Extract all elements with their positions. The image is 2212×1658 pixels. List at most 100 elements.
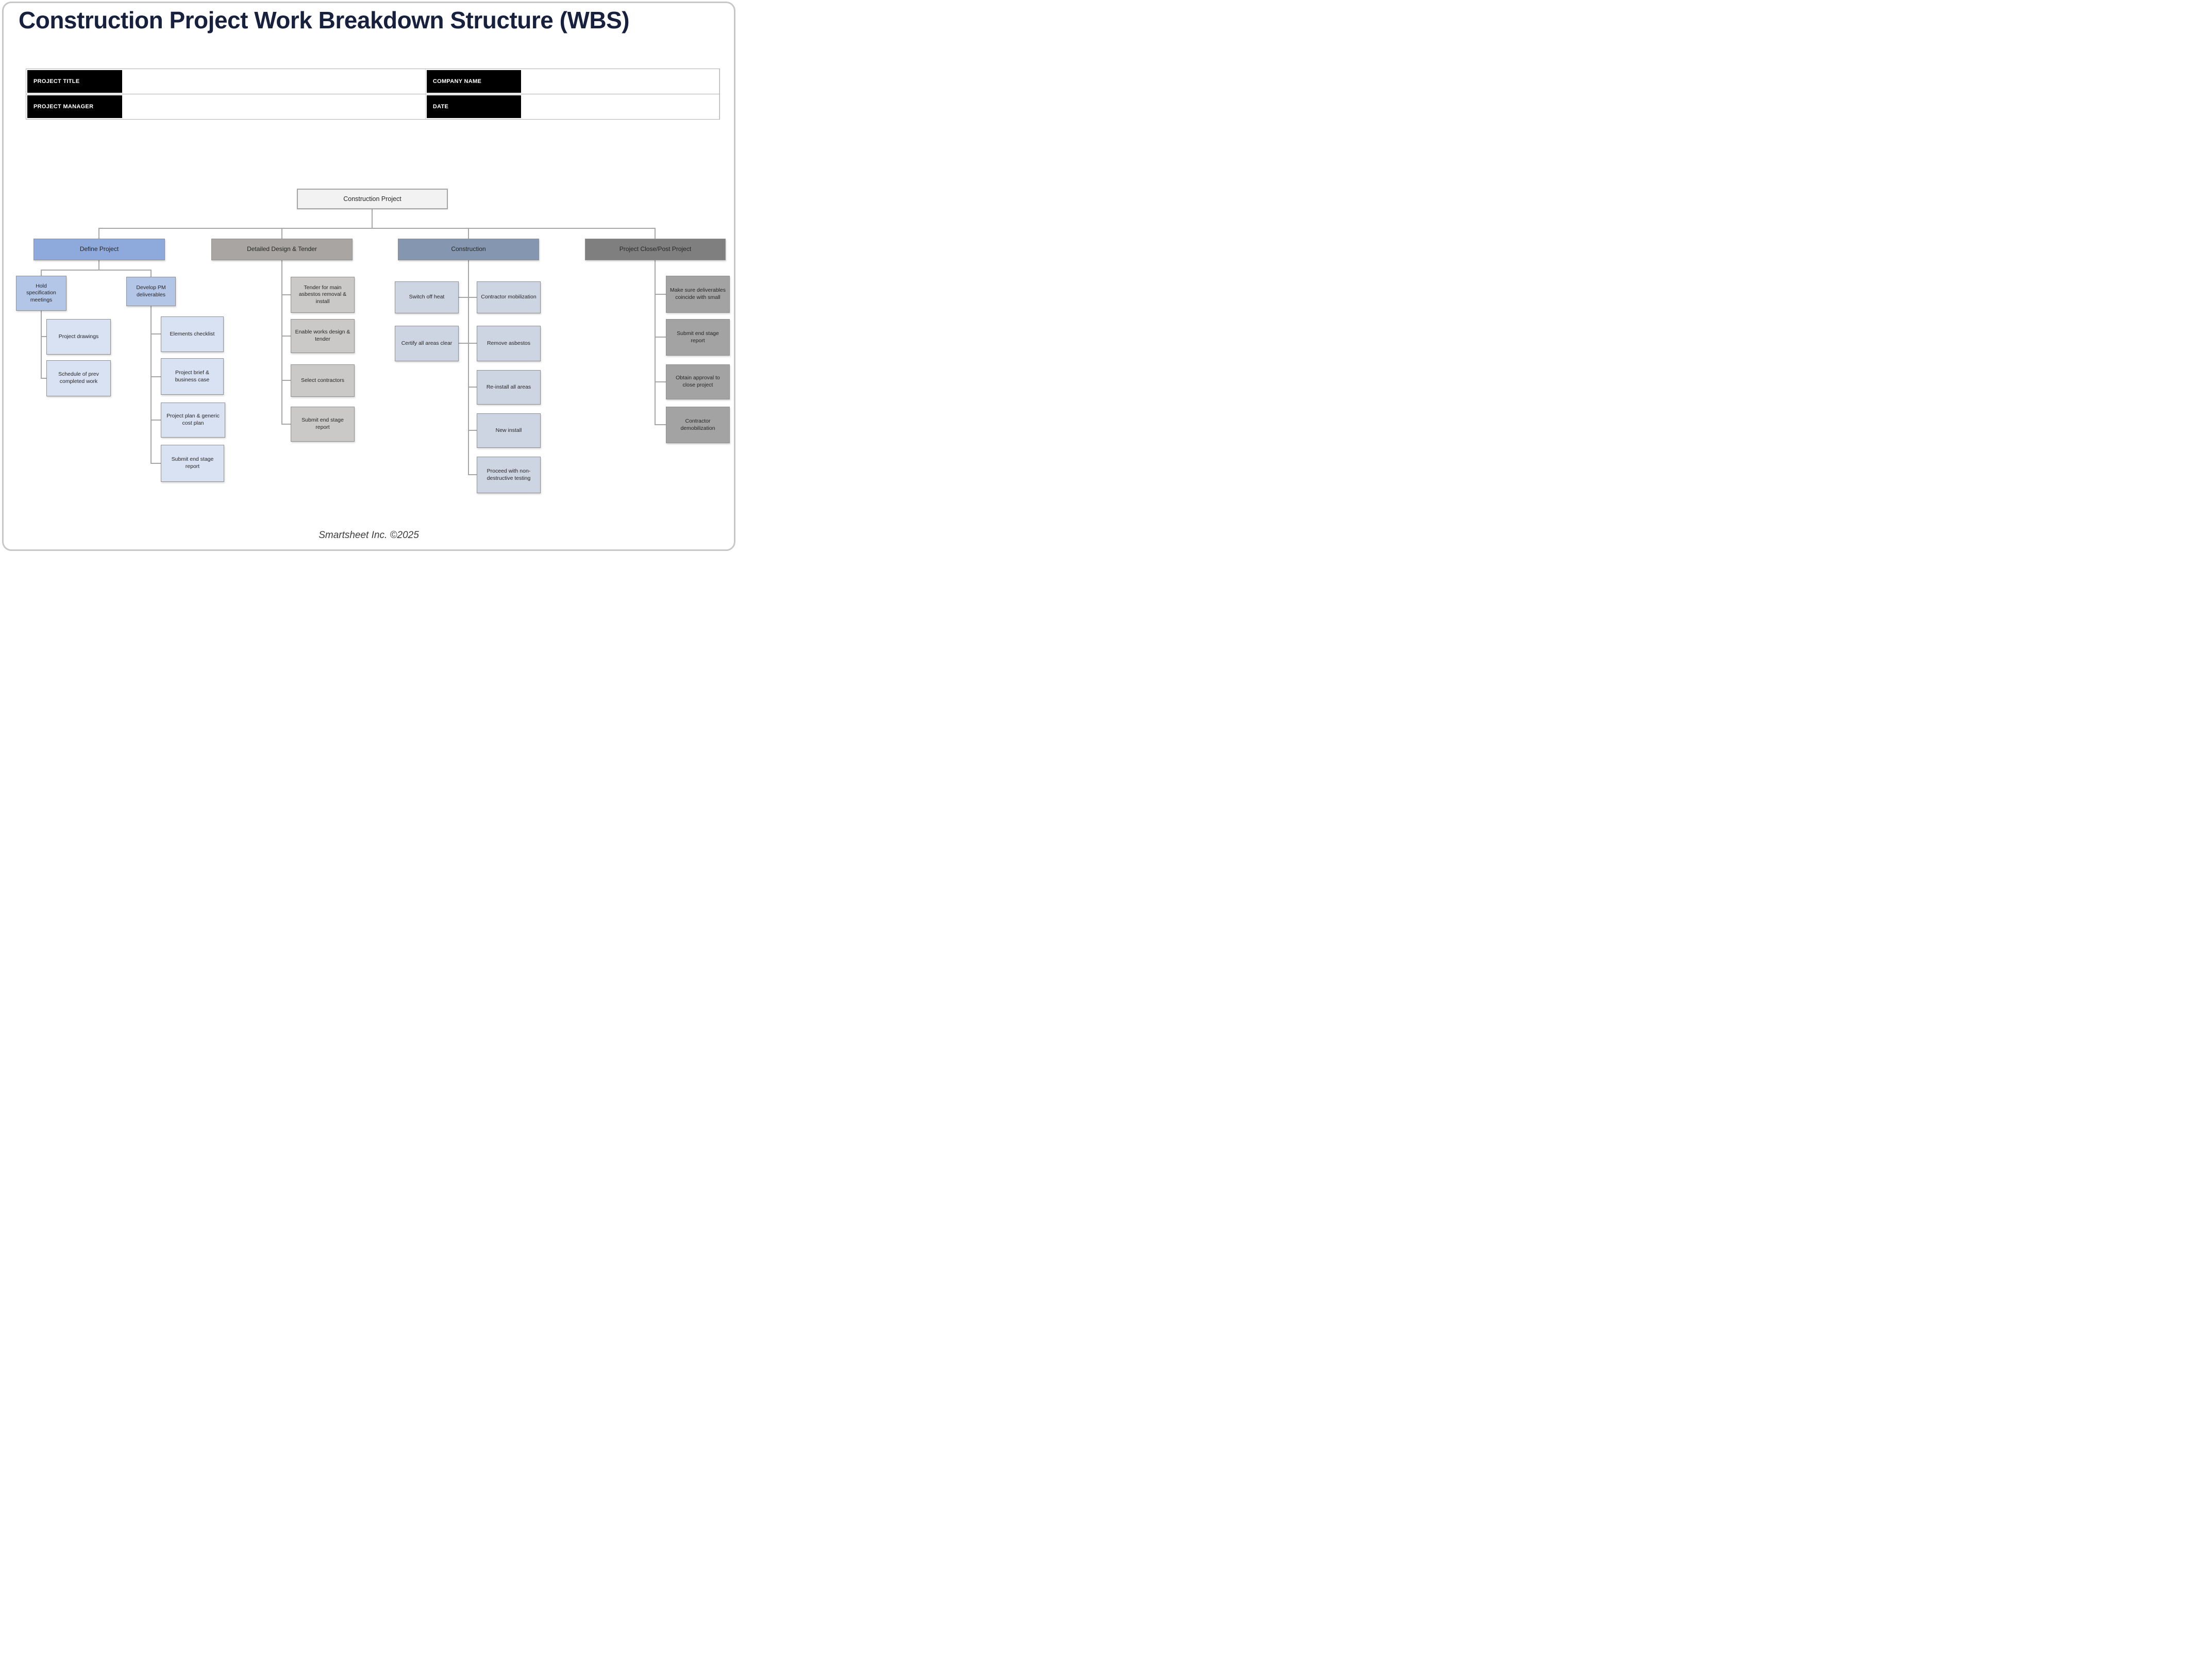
connector xyxy=(281,424,291,425)
connector xyxy=(281,294,291,295)
date-label: DATE xyxy=(425,94,522,119)
connector xyxy=(98,260,99,271)
node-obtain-approval-close-project[interactable]: Obtain approval to close project xyxy=(666,364,730,399)
node-label: Elements checklist xyxy=(170,330,215,337)
node-hold-specification-meetings[interactable]: Hold specification meetings xyxy=(16,276,66,311)
node-label: Make sure deliverables coincide with sma… xyxy=(670,287,726,300)
connector xyxy=(655,337,666,338)
connector xyxy=(99,228,656,229)
connector xyxy=(150,333,161,334)
node-develop-pm-deliverables[interactable]: Develop PM deliverables xyxy=(126,277,176,306)
connector xyxy=(150,420,161,421)
connector xyxy=(468,260,469,475)
node-label: Develop PM deliverables xyxy=(136,284,166,298)
node-define-submit-end-stage-report[interactable]: Submit end stage report xyxy=(161,445,224,482)
node-label: Select contractors xyxy=(300,377,345,383)
node-label: Submit end stage report xyxy=(171,456,214,470)
node-project-brief-business-case[interactable]: Project brief & business case xyxy=(161,358,224,395)
connector xyxy=(150,270,152,277)
node-construction[interactable]: Construction xyxy=(398,239,539,260)
node-new-install[interactable]: New install xyxy=(477,413,541,448)
node-label: Contractor mobilization xyxy=(481,294,537,300)
node-label: Re-install all areas xyxy=(486,383,531,390)
node-label: Proceed with non-destructive testing xyxy=(487,467,531,481)
project-info-table: PROJECT TITLE COMPANY NAME PROJECT MANAG… xyxy=(26,69,720,120)
node-detailed-design-tender[interactable]: Detailed Design & Tender xyxy=(211,239,353,260)
project-manager-value-field[interactable] xyxy=(123,94,426,119)
node-make-sure-deliverables[interactable]: Make sure deliverables coincide with sma… xyxy=(666,276,730,313)
connector xyxy=(281,228,282,239)
node-label: Define Project xyxy=(79,245,119,253)
node-label: Remove asbestos xyxy=(487,340,531,346)
connector xyxy=(41,270,152,271)
node-label: New install xyxy=(495,427,522,433)
date-value-field[interactable] xyxy=(522,94,719,119)
connector xyxy=(281,260,282,425)
node-contractor-demobilization[interactable]: Contractor demobilization xyxy=(666,407,730,443)
node-label: Project Close/Post Project xyxy=(619,245,692,253)
node-label: Hold specification meetings xyxy=(26,282,56,303)
node-contractor-mobilization[interactable]: Contractor mobilization xyxy=(477,281,541,313)
node-project-drawings[interactable]: Project drawings xyxy=(46,319,111,355)
node-design-submit-end-stage-report[interactable]: Submit end stage report xyxy=(291,407,355,442)
connector xyxy=(468,474,477,475)
connector xyxy=(150,376,161,377)
project-manager-label: PROJECT MANAGER xyxy=(26,94,123,119)
project-title-label: PROJECT TITLE xyxy=(26,69,123,94)
page: Construction Project Work Breakdown Stru… xyxy=(0,0,738,552)
connector xyxy=(459,297,477,298)
node-schedule-prev-completed-work[interactable]: Schedule of prev completed work xyxy=(46,360,111,396)
node-label: Construction Project xyxy=(343,195,401,203)
connector xyxy=(468,430,477,431)
connector xyxy=(281,380,291,381)
node-reinstall-all-areas[interactable]: Re-install all areas xyxy=(477,370,541,405)
connector xyxy=(655,294,666,295)
node-label: Switch off heat xyxy=(409,294,445,300)
company-name-value-field[interactable] xyxy=(522,69,719,94)
connector xyxy=(41,311,42,379)
node-label: Detailed Design & Tender xyxy=(247,245,317,253)
node-label: Project drawings xyxy=(58,333,99,340)
node-label: Obtain approval to close project xyxy=(676,375,720,388)
node-project-close[interactable]: Project Close/Post Project xyxy=(585,239,726,260)
footer-credit: Smartsheet Inc. ©2025 xyxy=(319,530,419,541)
connector xyxy=(41,378,46,379)
node-label: Project plan & generic cost plan xyxy=(166,413,220,426)
node-construction-project[interactable]: Construction Project xyxy=(297,189,448,209)
info-row-2: PROJECT MANAGER DATE xyxy=(26,94,719,119)
node-label: Certify all areas clear xyxy=(401,340,453,346)
company-name-label: COMPANY NAME xyxy=(425,69,522,94)
node-remove-asbestos[interactable]: Remove asbestos xyxy=(477,326,541,361)
node-label: Submit end stage report xyxy=(677,330,719,344)
connector xyxy=(150,306,152,464)
node-close-submit-end-stage-report[interactable]: Submit end stage report xyxy=(666,319,730,356)
node-label: Project brief & business case xyxy=(175,369,210,383)
node-label: Tender for main asbestos removal & insta… xyxy=(298,284,347,305)
node-label: Contractor demobilization xyxy=(680,417,715,431)
connector xyxy=(41,336,46,337)
connector xyxy=(655,424,666,425)
connector xyxy=(468,228,469,239)
connector xyxy=(150,463,161,464)
node-select-contractors[interactable]: Select contractors xyxy=(291,364,355,397)
connector xyxy=(655,228,656,239)
connector xyxy=(281,336,291,337)
node-label: Construction xyxy=(451,245,486,253)
node-certify-all-areas-clear[interactable]: Certify all areas clear xyxy=(395,326,459,361)
connector xyxy=(655,381,666,382)
node-define-project[interactable]: Define Project xyxy=(33,239,165,260)
project-title-value-field[interactable] xyxy=(123,69,426,94)
node-label: Enable works design & tender xyxy=(295,329,350,342)
node-switch-off-heat[interactable]: Switch off heat xyxy=(395,281,459,313)
node-label: Schedule of prev completed work xyxy=(58,371,99,384)
connector xyxy=(98,228,99,239)
node-proceed-non-destructive-testing[interactable]: Proceed with non-destructive testing xyxy=(477,457,541,493)
node-project-plan-generic-cost-plan[interactable]: Project plan & generic cost plan xyxy=(161,403,225,438)
node-elements-checklist[interactable]: Elements checklist xyxy=(161,316,224,352)
connector xyxy=(459,343,477,344)
page-title: Construction Project Work Breakdown Stru… xyxy=(19,7,630,34)
connector xyxy=(468,387,477,388)
node-enable-works-design-tender[interactable]: Enable works design & tender xyxy=(291,319,355,353)
node-tender-main-asbestos[interactable]: Tender for main asbestos removal & insta… xyxy=(291,277,355,313)
node-label: Submit end stage report xyxy=(301,417,344,430)
